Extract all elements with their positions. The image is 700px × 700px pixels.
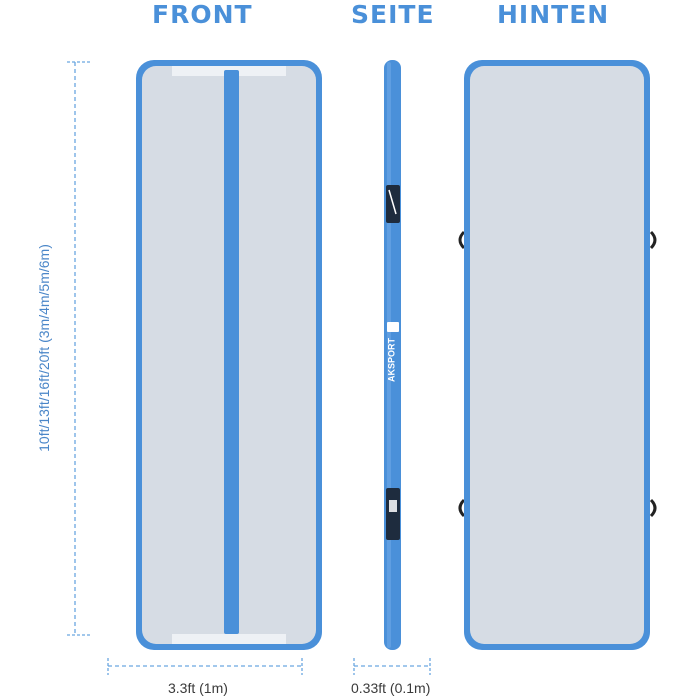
brand-text: AKSPORT (386, 338, 396, 383)
brand-logo (387, 322, 399, 332)
length-label: 10ft/13ft/16ft/20ft (3m/4m/5m/6m) (36, 244, 52, 452)
front-view-title: FRONT (152, 0, 253, 29)
length-dimension-line (67, 61, 92, 636)
strap-right-top (649, 230, 657, 250)
side-view-title: SEITE (351, 0, 435, 29)
strap-left-top (458, 230, 466, 250)
handle-bottom (386, 488, 400, 540)
front-view-mat (136, 60, 322, 650)
strap-left-bottom (458, 498, 466, 518)
side-view-mat (384, 60, 401, 650)
back-view-title: HINTEN (497, 0, 610, 29)
center-stripe (224, 70, 239, 634)
back-view-mat (458, 60, 657, 650)
width-label: 3.3ft (1m) (168, 680, 228, 696)
width-dimension-line (107, 658, 303, 675)
height-dimension-line (353, 658, 431, 675)
strap-right-bottom (649, 498, 657, 518)
height-label: 0.33ft (0.1m) (351, 680, 431, 696)
